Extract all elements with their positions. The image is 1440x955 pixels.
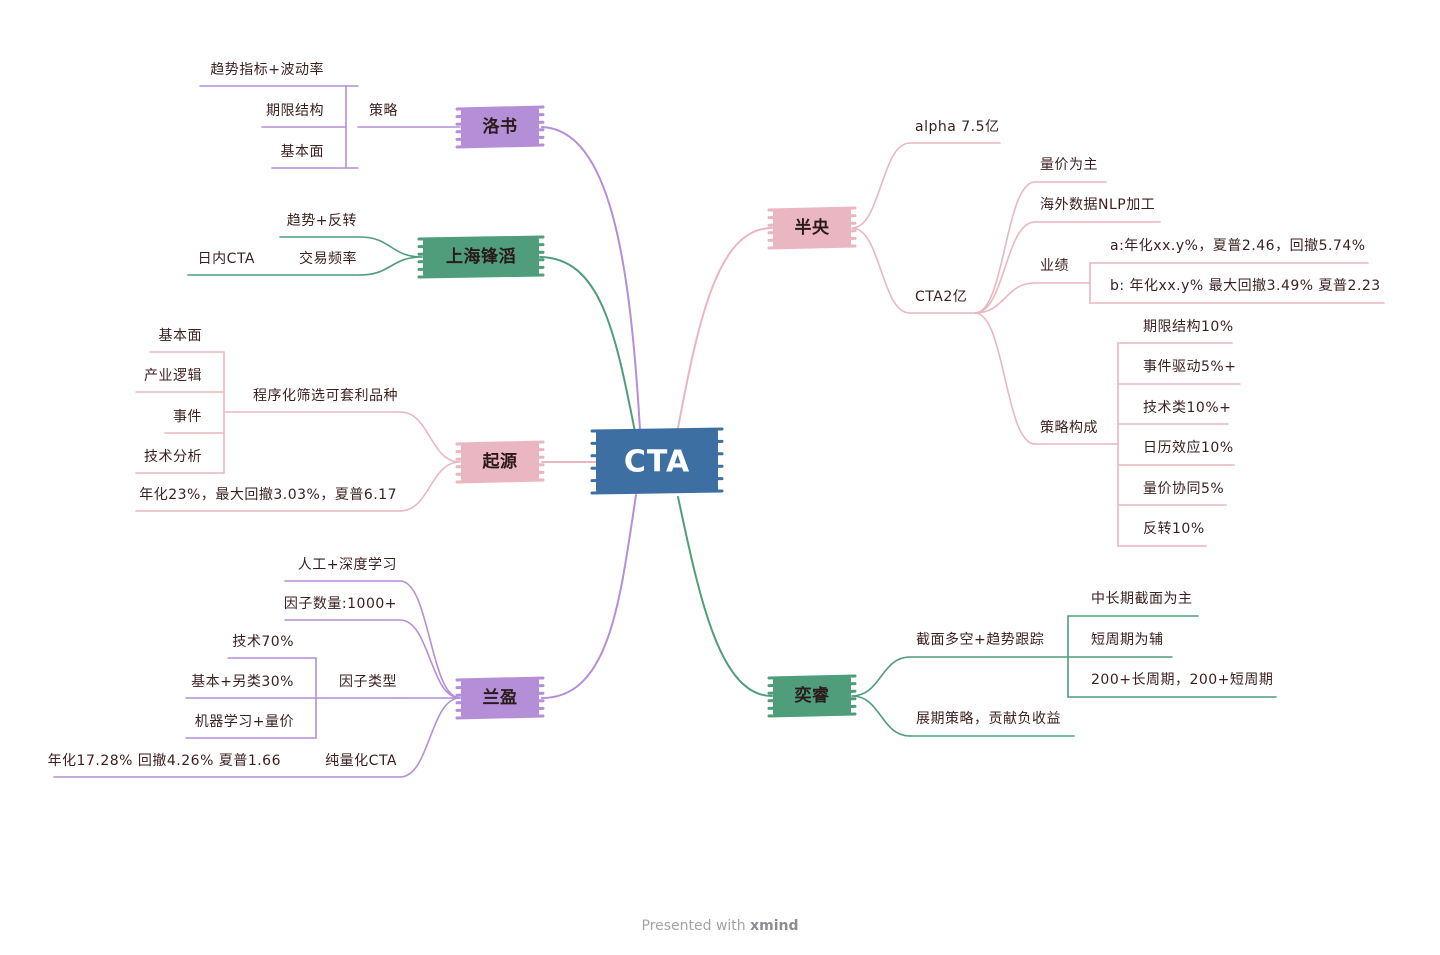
lanying-factor-types[interactable]: 因子类型 <box>339 674 397 690</box>
banyang-comp-item[interactable]: 期限结构10% <box>1143 319 1234 335</box>
topic-yirui-shape[interactable] <box>767 674 857 718</box>
banyang-cta[interactable]: CTA2亿 <box>915 289 968 305</box>
topic-yirui[interactable]: 奕睿 <box>794 686 830 706</box>
topic-shanghai-shape[interactable] <box>417 235 545 279</box>
shanghai-trading-frequency[interactable]: 交易频率 <box>299 251 357 267</box>
edge <box>851 142 911 229</box>
branch-banyang <box>677 227 773 429</box>
edge <box>851 656 911 697</box>
banyang-strategy-composition[interactable]: 策略构成 <box>1040 420 1098 436</box>
lanying-type-item[interactable]: 基本+另类30% <box>191 674 294 690</box>
lanying-type-item[interactable]: 机器学习+量价 <box>194 714 294 730</box>
yirui-rollover-strategy[interactable]: 展期策略，贡献负收益 <box>916 711 1061 727</box>
banyang-price-volume[interactable]: 量价为主 <box>1040 157 1098 173</box>
topic-lanying-shape[interactable] <box>455 676 545 720</box>
qiyuan-performance[interactable]: 年化23%，最大回撤3.03%，夏普6.17 <box>139 487 397 503</box>
edge <box>974 312 1036 445</box>
topic-luoshu[interactable]: 洛书 <box>482 117 518 137</box>
banyang-comp-item[interactable]: 事件驱动5%+ <box>1143 359 1237 375</box>
lanying-ai-deep-learning[interactable]: 人工+深度学习 <box>297 557 397 573</box>
lanying-factor-count[interactable]: 因子数量:1000+ <box>283 596 397 612</box>
edge <box>399 461 461 512</box>
banyang-comp-item[interactable]: 量价协同5% <box>1143 481 1225 497</box>
banyang-performance-b[interactable]: b: 年化xx.y% 最大回撤3.49% 夏普2.23 <box>1110 278 1381 294</box>
banyang-performance-a[interactable]: a:年化xx.y%，夏普2.46，回撤5.74% <box>1110 238 1366 254</box>
edge <box>359 236 423 258</box>
central-topic[interactable]: CTA <box>623 444 691 480</box>
banyang-overseas-nlp[interactable]: 海外数据NLP加工 <box>1040 197 1156 213</box>
qiyuan-item[interactable]: 事件 <box>173 409 202 425</box>
qiyuan-item[interactable]: 技术分析 <box>144 449 202 465</box>
edge <box>359 256 423 276</box>
branch-lanying <box>541 494 637 699</box>
banyang-comp-item[interactable]: 日历效应10% <box>1143 440 1234 456</box>
topic-qiyuan[interactable]: 起源 <box>482 452 518 472</box>
banyang-performance[interactable]: 业绩 <box>1040 258 1069 274</box>
qiyuan-item[interactable]: 产业逻辑 <box>144 368 202 384</box>
topic-lanying[interactable]: 兰盈 <box>482 688 518 708</box>
qiyuan-program-screening[interactable]: 程序化筛选可套利品种 <box>253 388 398 404</box>
shanghai-intraday-cta[interactable]: 日内CTA <box>197 251 255 267</box>
branch-shanghai <box>539 256 636 433</box>
topic-banyang-shape[interactable] <box>767 206 857 250</box>
edge <box>974 282 1036 314</box>
luoshu-strategy[interactable]: 策略 <box>369 103 398 119</box>
central-topic-shape[interactable] <box>590 427 724 495</box>
edge <box>974 181 1036 314</box>
topic-banyang[interactable]: 半央 <box>794 218 830 238</box>
edge <box>851 695 911 737</box>
yirui-cross-item[interactable]: 中长期截面为主 <box>1091 591 1193 607</box>
yirui-cross-item[interactable]: 短周期为辅 <box>1091 632 1164 648</box>
yirui-cross-section[interactable]: 截面多空+趋势跟踪 <box>916 632 1045 648</box>
branch-yirui <box>677 496 773 697</box>
topic-shanghai-fengtao[interactable]: 上海锋滔 <box>446 247 516 267</box>
luoshu-item[interactable]: 趋势指标+波动率 <box>210 62 324 78</box>
topic-luoshu-shape[interactable] <box>455 105 545 149</box>
yirui-cross-item[interactable]: 200+长周期，200+短周期 <box>1091 672 1274 688</box>
edge <box>399 580 461 699</box>
luoshu-item[interactable]: 期限结构 <box>266 103 324 119</box>
presented-with-xmind[interactable]: Presented with xmind <box>641 918 799 934</box>
lanying-pure-quant-cta[interactable]: 纯量化CTA <box>325 753 397 769</box>
topic-qiyuan-shape[interactable] <box>455 440 545 484</box>
edge <box>399 411 461 463</box>
luoshu-item[interactable]: 基本面 <box>280 144 324 160</box>
edge <box>974 221 1036 314</box>
edge <box>399 619 461 699</box>
edge <box>399 697 461 778</box>
banyang-comp-item[interactable]: 技术类10%+ <box>1143 400 1232 416</box>
branch-luoshu <box>541 126 641 431</box>
qiyuan-item[interactable]: 基本面 <box>158 328 202 344</box>
shanghai-trend-reversal[interactable]: 趋势+反转 <box>286 213 357 229</box>
lanying-performance[interactable]: 年化17.28% 回撤4.26% 夏普1.66 <box>47 753 281 769</box>
edge <box>851 227 911 314</box>
banyang-alpha[interactable]: alpha 7.5亿 <box>915 119 1000 135</box>
banyang-comp-item[interactable]: 反转10% <box>1143 521 1205 537</box>
lanying-type-item[interactable]: 技术70% <box>232 634 294 650</box>
